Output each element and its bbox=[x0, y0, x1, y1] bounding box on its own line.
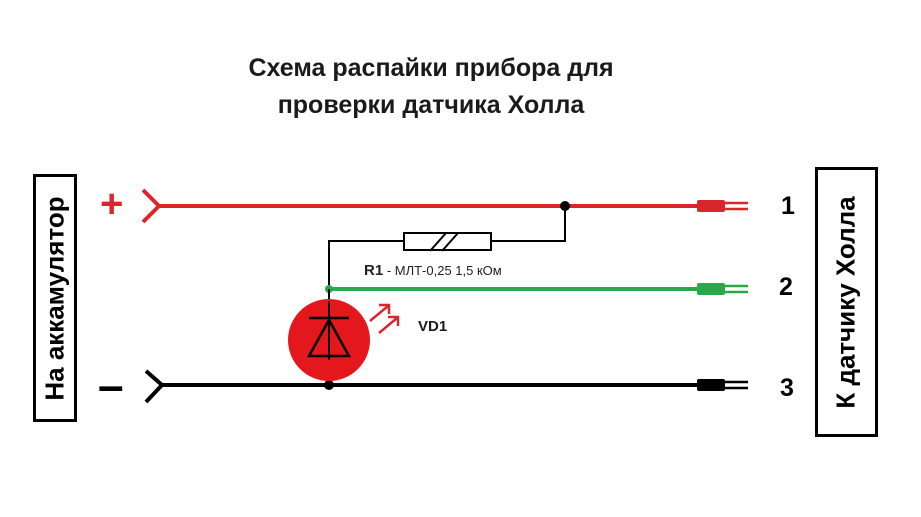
plug-icon-ground bbox=[697, 379, 748, 391]
pin-3-label: 3 bbox=[780, 374, 794, 402]
resistor-icon bbox=[403, 232, 492, 252]
resistor-name: R1 bbox=[364, 262, 384, 279]
resistor-spec: - МЛТ-0,25 1,5 кОм bbox=[386, 263, 502, 278]
hall-sensor-label-box: К датчику Холла bbox=[815, 167, 878, 437]
diagram-title: Схема распайки прибора для проверки датч… bbox=[0, 50, 862, 124]
resistor-wire-left bbox=[328, 240, 404, 287]
battery-label: На аккамулятор bbox=[39, 195, 70, 401]
minus-sign: – bbox=[98, 359, 124, 411]
led-label: VD1 bbox=[418, 318, 448, 335]
light-emission-arrows-icon bbox=[369, 303, 400, 334]
minus-input-chevron bbox=[144, 369, 165, 404]
pin-2-label: 2 bbox=[779, 273, 793, 301]
led-icon bbox=[288, 299, 370, 381]
battery-label-box: На аккамулятор bbox=[33, 174, 77, 422]
hall-sensor-label: К датчику Холла bbox=[831, 195, 862, 409]
resistor-wire-right bbox=[491, 206, 566, 242]
plus-sign: + bbox=[100, 182, 124, 226]
plus-input-chevron bbox=[141, 188, 162, 224]
title-line-1: Схема распайки прибора для bbox=[248, 54, 614, 82]
title-line-2: проверки датчика Холла bbox=[277, 91, 585, 119]
resistor-label: R1 - МЛТ-0,25 1,5 кОм bbox=[364, 262, 502, 279]
plug-icon-signal bbox=[697, 283, 748, 295]
plug-icon bbox=[697, 200, 748, 212]
pin-1-label: 1 bbox=[781, 192, 795, 220]
